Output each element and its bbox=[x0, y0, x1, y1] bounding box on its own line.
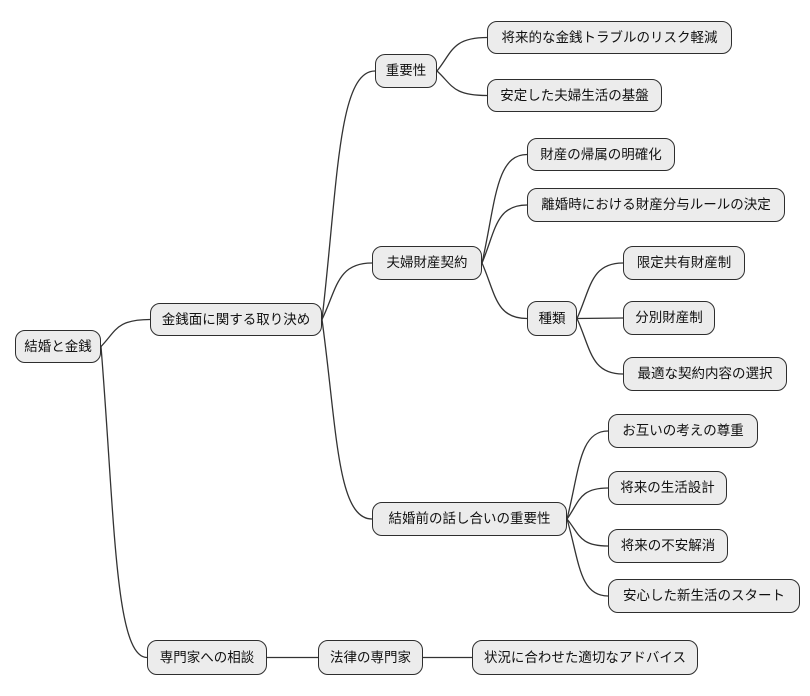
mindmap-node-tailored-advice: 状況に合わせた適切なアドバイス bbox=[472, 640, 698, 675]
mindmap-node-optimal-contract-selection: 最適な契約内容の選択 bbox=[623, 357, 787, 391]
edge-importance--stable-married-life-foundation bbox=[436, 70, 488, 97]
edge-premarital-discussion--mutual-respect bbox=[566, 430, 609, 520]
mindmap-node-future-trouble-risk-reduction: 将来的な金銭トラブルのリスク軽減 bbox=[487, 21, 732, 54]
mindmap-node-separate-property: 分別財産制 bbox=[623, 301, 715, 335]
mindmap-node-legal-expert: 法律の専門家 bbox=[318, 640, 423, 675]
edge-premarital-discussion--future-anxiety-relief bbox=[566, 518, 609, 547]
mindmap-node-divorce-division-rules: 離婚時における財産分与ルールの決定 bbox=[527, 188, 785, 222]
edge-premarital-discussion--secure-new-life-start bbox=[566, 518, 609, 597]
edge-types--optimal-contract-selection bbox=[576, 317, 624, 375]
mindmap-node-marriage-money: 結婚と金銭 bbox=[15, 330, 101, 363]
edge-financial-arrangements--premarital-discussion bbox=[321, 318, 373, 520]
edge-marriage-money--financial-arrangements bbox=[100, 318, 151, 348]
edge-types--limited-community-property bbox=[576, 262, 624, 320]
edge-marriage-money--expert-consultation bbox=[100, 345, 148, 659]
mindmap-node-stable-married-life-foundation: 安定した夫婦生活の基盤 bbox=[487, 79, 662, 112]
mindmap-node-types: 種類 bbox=[527, 301, 577, 336]
mindmap-node-expert-consultation: 専門家への相談 bbox=[147, 640, 267, 675]
mindmap-node-limited-community-property: 限定共有財産制 bbox=[623, 246, 745, 280]
mindmap-node-importance: 重要性 bbox=[375, 54, 437, 88]
mindmap-node-marital-property-contract: 夫婦財産契約 bbox=[372, 246, 482, 280]
mindmap-node-future-anxiety-relief: 将来の不安解消 bbox=[608, 529, 728, 563]
mindmap-node-premarital-discussion: 結婚前の話し合いの重要性 bbox=[372, 502, 567, 536]
edge-premarital-discussion--future-life-planning bbox=[566, 487, 609, 520]
edge-financial-arrangements--marital-property-contract bbox=[321, 262, 373, 321]
mindmap-node-future-life-planning: 将来の生活設計 bbox=[608, 471, 727, 505]
edge-importance--future-trouble-risk-reduction bbox=[436, 36, 488, 72]
mindmap-node-mutual-respect: お互いの考えの尊重 bbox=[608, 414, 758, 448]
edge-financial-arrangements--importance bbox=[321, 70, 376, 321]
edge-marital-property-contract--divorce-division-rules bbox=[481, 204, 528, 264]
mindmap-node-financial-arrangements: 金銭面に関する取り決め bbox=[150, 303, 322, 336]
mindmap-node-secure-new-life-start: 安心した新生活のスタート bbox=[608, 579, 800, 613]
edge-marital-property-contract--types bbox=[481, 262, 528, 320]
mindmap-node-property-ownership-clarification: 財産の帰属の明確化 bbox=[527, 138, 675, 171]
edge-marital-property-contract--property-ownership-clarification bbox=[481, 153, 528, 264]
edge-types--separate-property bbox=[576, 317, 624, 320]
